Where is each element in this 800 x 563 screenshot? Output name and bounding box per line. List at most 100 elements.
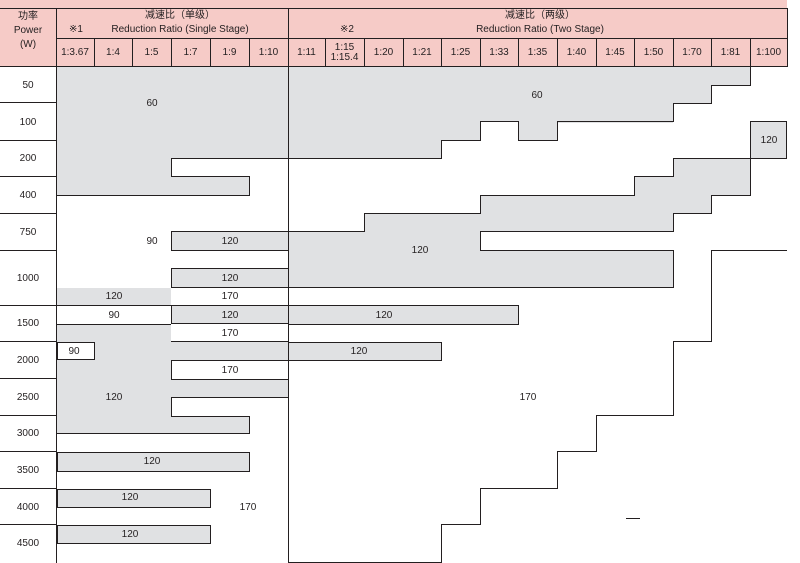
boundary bbox=[673, 213, 712, 214]
col-divider bbox=[325, 38, 326, 66]
ratio-label: 1:4 bbox=[106, 47, 120, 58]
col-divider bbox=[596, 38, 597, 66]
ratio-label: 1:11 bbox=[297, 47, 316, 58]
value-120-single-4500: 120 bbox=[121, 529, 139, 540]
boundary bbox=[249, 176, 250, 195]
boundary bbox=[480, 488, 558, 489]
two-120-r5 bbox=[364, 213, 673, 231]
power-label: 1000 bbox=[16, 273, 40, 284]
col-divider bbox=[673, 38, 674, 66]
boundary bbox=[171, 158, 288, 159]
header-mid-rule-single bbox=[56, 38, 288, 39]
col-divider bbox=[249, 38, 250, 66]
single-60-region bbox=[57, 67, 288, 158]
two-120-r7 bbox=[289, 250, 673, 287]
boundary bbox=[57, 324, 171, 325]
single-2500-ext bbox=[171, 380, 288, 397]
power-row-rule bbox=[0, 341, 56, 342]
value-120-single-1000: 120 bbox=[221, 273, 239, 284]
boundary bbox=[518, 140, 558, 141]
value-120-two-100: 120 bbox=[760, 135, 778, 146]
boundary bbox=[596, 415, 674, 416]
ratio-label: 1:9 bbox=[222, 47, 237, 58]
boundary bbox=[171, 360, 172, 379]
box-120-two-1500 bbox=[288, 305, 519, 325]
boundary bbox=[711, 195, 712, 213]
boundary bbox=[171, 397, 288, 398]
single-2500-low-ext bbox=[171, 416, 249, 433]
boundary bbox=[750, 158, 751, 195]
header-bottom-rule bbox=[0, 66, 787, 67]
ratio-label: 1:20 bbox=[373, 47, 394, 58]
power-label: 1500 bbox=[16, 318, 40, 329]
boundary bbox=[673, 103, 674, 121]
box-120-single-3500 bbox=[57, 452, 250, 472]
col-divider bbox=[403, 38, 404, 66]
ratio-label: 1:50 bbox=[643, 47, 664, 58]
power-row-rule bbox=[0, 140, 56, 141]
boundary bbox=[364, 213, 481, 214]
single-60-400-ext bbox=[171, 177, 249, 195]
ratio-label: 1:25 bbox=[450, 47, 471, 58]
power-row-rule bbox=[0, 176, 56, 177]
ratio-label: 1:40 bbox=[566, 47, 587, 58]
boundary bbox=[480, 195, 481, 213]
two-60-region-r4 bbox=[289, 121, 480, 141]
col-divider bbox=[711, 38, 712, 66]
power-label: 100 bbox=[19, 117, 37, 128]
value-120-single-4000: 120 bbox=[121, 492, 139, 503]
power-header-cn: 功率 bbox=[18, 11, 38, 22]
box-120-single-4500 bbox=[57, 525, 211, 544]
boundary bbox=[249, 416, 250, 434]
value-120-single-2500: 120 bbox=[105, 392, 123, 403]
single-stage-title-en: Reduction Ratio (Single Stage) bbox=[111, 24, 249, 35]
ratio-label: 1:33 bbox=[489, 47, 509, 58]
boundary bbox=[518, 121, 519, 141]
power-label: 2000 bbox=[16, 355, 40, 366]
boundary bbox=[557, 121, 674, 122]
boundary bbox=[673, 158, 674, 177]
power-label: 3500 bbox=[16, 465, 40, 476]
value-120-single-1500: 120 bbox=[221, 310, 239, 321]
power-row-rule bbox=[0, 451, 56, 452]
ratio-label: 1:45 bbox=[605, 47, 625, 58]
value-170-single-1000: 170 bbox=[221, 291, 239, 302]
boundary bbox=[557, 121, 558, 141]
boundary bbox=[596, 415, 597, 452]
boundary bbox=[673, 103, 712, 104]
col-divider bbox=[557, 38, 558, 66]
table-right-border bbox=[787, 8, 788, 67]
ratio-label: 1:70 bbox=[682, 47, 702, 58]
boundary bbox=[557, 451, 597, 452]
single-1000-120-band bbox=[57, 288, 171, 305]
boundary bbox=[171, 176, 249, 177]
value-120-single-1000b: 120 bbox=[105, 291, 123, 302]
box-120-single-1000 bbox=[171, 268, 289, 288]
col-divider bbox=[750, 38, 751, 66]
power-row-rule bbox=[0, 488, 56, 489]
box-90-single-2000 bbox=[57, 342, 95, 360]
boundary bbox=[171, 158, 172, 176]
col-divider bbox=[480, 38, 481, 66]
ratio-label: 1:35 bbox=[527, 47, 548, 58]
two-120-r3 bbox=[634, 177, 750, 195]
value-170-single-1500: 170 bbox=[221, 328, 239, 339]
ratio-label: 1:5 bbox=[144, 47, 159, 58]
boundary bbox=[711, 85, 751, 86]
boundary bbox=[711, 195, 751, 196]
power-row-rule bbox=[0, 378, 56, 379]
power-header-en: Power bbox=[13, 25, 43, 36]
col-divider bbox=[210, 38, 211, 66]
boundary bbox=[57, 195, 250, 196]
boundary bbox=[673, 341, 674, 416]
boundary bbox=[441, 140, 481, 141]
value-60-two: 60 bbox=[531, 90, 543, 101]
boundary bbox=[171, 379, 288, 380]
boundary bbox=[171, 397, 172, 416]
power-row-rule bbox=[0, 213, 56, 214]
boundary bbox=[750, 66, 751, 85]
ratio-label: 1:3.67 bbox=[61, 47, 89, 58]
power-row-rule bbox=[0, 102, 56, 103]
two-120-r2 bbox=[673, 159, 711, 177]
boundary bbox=[288, 158, 442, 159]
